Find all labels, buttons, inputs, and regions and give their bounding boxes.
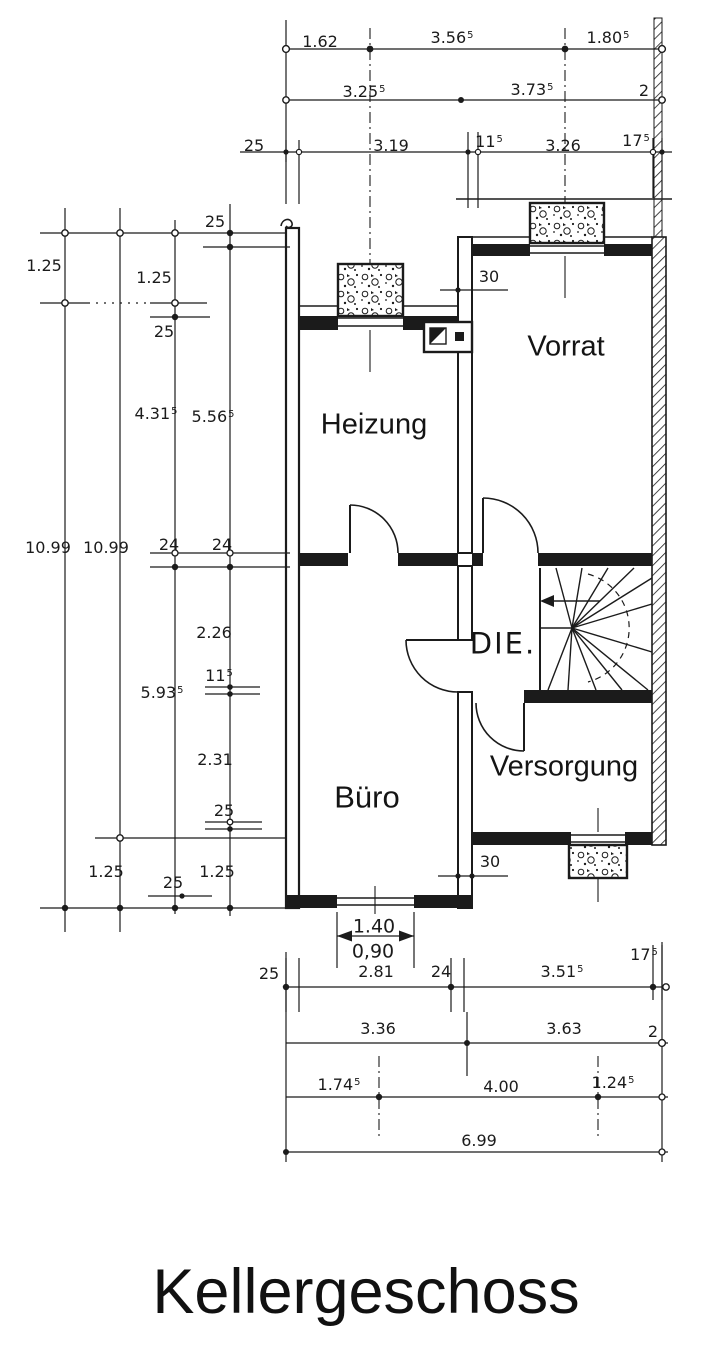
dimension-label: 1.62 — [302, 32, 338, 51]
dimension-lines — [40, 20, 672, 1162]
dimension-label: 1.40 — [352, 915, 396, 938]
chimney — [422, 320, 474, 354]
dimension-nodes — [61, 44, 670, 1156]
dimension-label: 25 — [243, 136, 265, 155]
dimension-label: 5.565 — [191, 407, 235, 426]
room-label-büro: Büro — [334, 779, 400, 815]
walls — [280, 198, 672, 910]
dimension-label: 24 — [430, 962, 452, 981]
dimension-label: 10.99 — [25, 538, 71, 557]
center-lines — [369, 28, 599, 1136]
dimension-label: 25 — [162, 873, 184, 892]
dimension-label: 24 — [211, 535, 233, 554]
windows — [336, 201, 629, 906]
dimension-label: 3.515 — [540, 962, 584, 981]
dimension-label: 175 — [622, 131, 650, 150]
staircase — [539, 567, 653, 691]
doors — [349, 497, 539, 752]
room-label-versorgung: Versorgung — [489, 750, 639, 783]
dimension-label: 2.26 — [196, 623, 232, 642]
dimension-label: 115 — [205, 666, 233, 685]
party-wall-hatch — [651, 17, 667, 846]
room-label-heizung: Heizung — [320, 408, 428, 441]
dimension-label: 1.25 — [136, 268, 172, 287]
dimension-label: 0,90 — [351, 940, 395, 963]
plan-title: Kellergeschoss — [152, 1257, 580, 1327]
dimension-label: 25 — [258, 964, 280, 983]
dimension-label: 115 — [475, 132, 503, 151]
dimension-label: 2.81 — [358, 962, 394, 981]
dimension-label: 3.63 — [546, 1019, 582, 1038]
dimension-label: 24 — [158, 535, 180, 554]
dimension-label: 2.31 — [197, 750, 233, 769]
dimension-label: 3.36 — [360, 1019, 396, 1038]
dimension-label: 1.245 — [591, 1073, 635, 1092]
dimension-label: 175 — [630, 945, 658, 964]
dimension-label: 25 — [204, 212, 226, 231]
dimension-label: 1.25 — [26, 256, 62, 275]
dimension-label: 25 — [153, 322, 175, 341]
dimension-label: 3.26 — [545, 136, 581, 155]
dimension-label: 1.805 — [586, 28, 630, 47]
dimension-label: 3.19 — [373, 136, 409, 155]
dimension-label: 1.25 — [88, 862, 124, 881]
dimension-label: 1.25 — [199, 862, 235, 881]
dimension-label: 30 — [478, 267, 500, 286]
dimension-label: 4.00 — [483, 1077, 519, 1096]
dimension-label: 6.99 — [461, 1131, 497, 1150]
dimension-label: 3.565 — [430, 28, 474, 47]
dimension-label: 2 — [638, 81, 650, 100]
dimension-label: 30 — [479, 852, 501, 871]
dimension-label: 1.745 — [317, 1075, 361, 1094]
dimension-label: 25 — [213, 801, 235, 820]
dimension-label: 2 — [647, 1022, 659, 1041]
room-label-die: DIE. — [469, 626, 537, 661]
dimension-label: 3.735 — [510, 80, 554, 99]
room-label-vorrat: Vorrat — [527, 330, 605, 363]
dimension-label: 5.935 — [140, 683, 184, 702]
dimension-label: 3.255 — [342, 82, 386, 101]
dimension-label: 4.315 — [134, 404, 178, 423]
dimension-label: 10.99 — [83, 538, 129, 557]
